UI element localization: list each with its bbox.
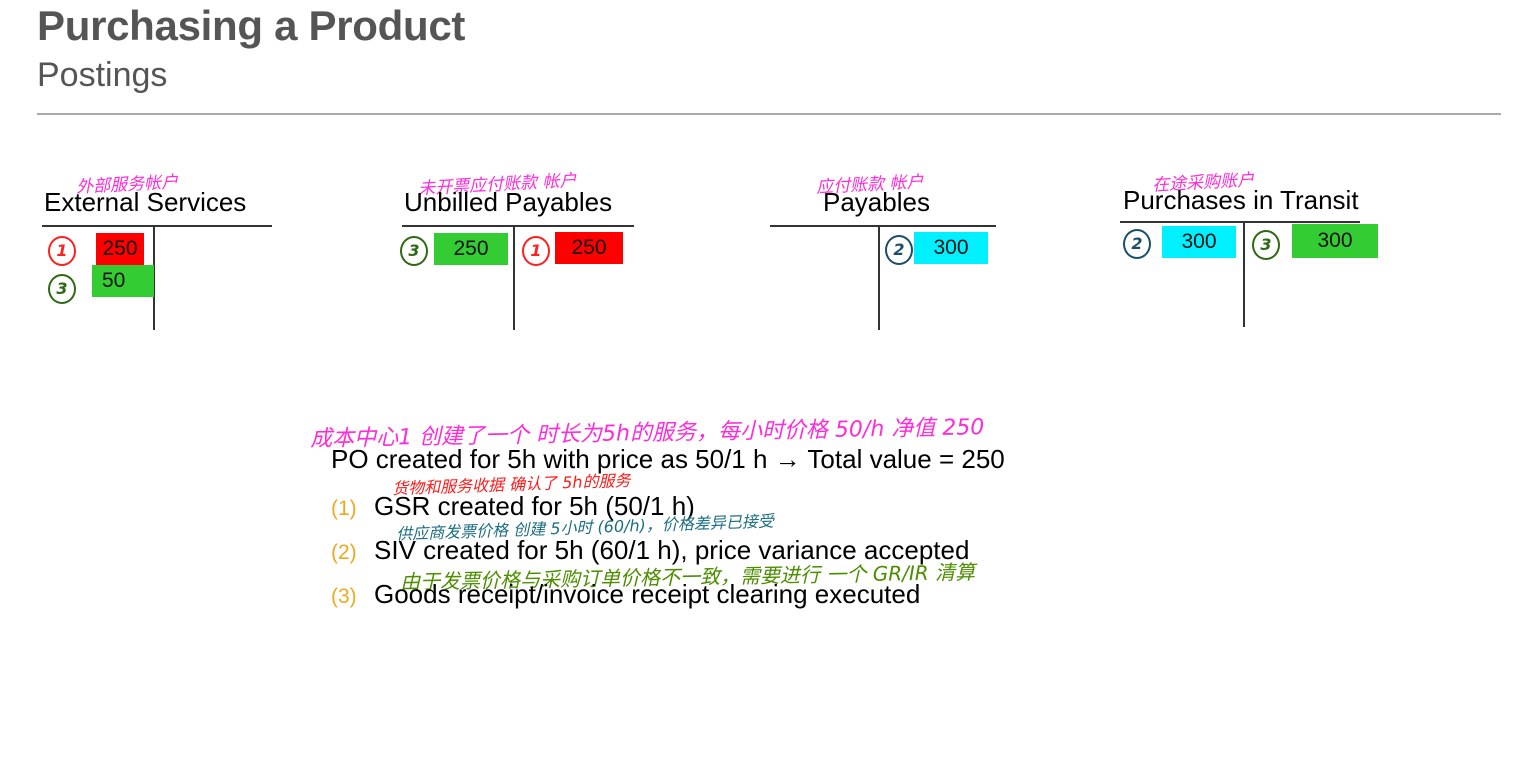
step-marker-3: 3 — [400, 236, 428, 266]
header-divider — [37, 113, 1501, 115]
page-subtitle: Postings — [37, 56, 168, 94]
t-account-top-line — [42, 225, 272, 227]
debit-amount: 250 — [434, 233, 508, 265]
credit-amount: 250 — [555, 232, 623, 264]
step-marker-2: 2 — [885, 235, 913, 265]
t-account-divider — [513, 225, 515, 330]
step-marker-2: 2 — [1123, 229, 1151, 259]
debit-amount: 250 — [96, 233, 144, 265]
debit-amount: 50 — [92, 265, 154, 297]
account-title-unbilled-payables: Unbilled Payables — [404, 187, 613, 217]
step-item-1: (1) GSR created for 5h (50/1 h) — [331, 491, 695, 522]
step-number: (2) — [331, 541, 357, 564]
account-title-external-services: External Services — [44, 187, 247, 217]
step-marker-1: 1 — [522, 236, 550, 266]
step-item-3: (3) Goods receipt/invoice receipt clearin… — [331, 579, 920, 610]
t-account-top-line — [770, 225, 996, 227]
step-number: (3) — [331, 585, 357, 608]
account-title-purchases-in-transit: Purchases in Transit — [1123, 185, 1359, 215]
t-account-top-line — [402, 225, 634, 227]
step-marker-1: 1 — [48, 236, 76, 266]
debit-amount: 300 — [1162, 226, 1236, 258]
step-marker-3: 3 — [1252, 230, 1280, 260]
t-account-divider — [153, 225, 155, 330]
page-title: Purchasing a Product — [37, 2, 466, 49]
t-account-top-line — [1120, 221, 1360, 223]
step-text: GSR created for 5h (50/1 h) — [374, 491, 695, 521]
credit-amount: 300 — [1292, 224, 1378, 258]
step-text: SIV created for 5h (60/1 h), price varia… — [374, 535, 970, 565]
po-description: PO created for 5h with price as 50/1 h →… — [331, 444, 1005, 474]
credit-amount: 300 — [914, 232, 988, 264]
step-text: Goods receipt/invoice receipt clearing e… — [374, 579, 921, 609]
account-title-payables: Payables — [823, 187, 930, 217]
t-account-divider — [878, 225, 880, 330]
step-item-2: (2) SIV created for 5h (60/1 h), price va… — [331, 535, 969, 566]
t-account-divider — [1243, 221, 1245, 327]
step-number: (1) — [331, 497, 357, 520]
step-marker-3: 3 — [48, 274, 76, 304]
